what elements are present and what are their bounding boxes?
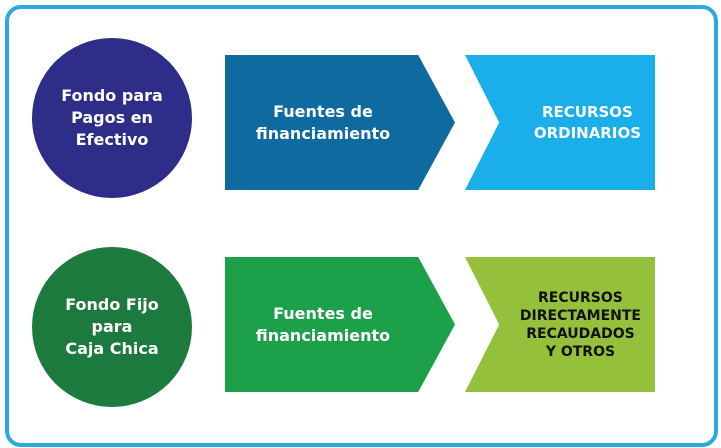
financing-source-arrow: Fuentes de financiamiento <box>225 55 455 190</box>
resource-label: RECURSOS ORDINARIOS <box>533 102 641 142</box>
resource-label: RECURSOS DIRECTAMENTE RECAUDADOS Y OTROS <box>519 289 641 360</box>
fund-label: Fondo Fijo para Caja Chica <box>65 295 159 358</box>
fund-circle-pagos-efectivo: Fondo para Pagos en Efectivo <box>32 38 192 198</box>
fund-label: Fondo para Pagos en Efectivo <box>61 86 163 149</box>
financing-source-label: Fuentes de financiamiento <box>255 303 391 345</box>
financing-source-label: Fuentes de financiamiento <box>255 101 391 143</box>
fund-circle-caja-chica: Fondo Fijo para Caja Chica <box>32 247 192 407</box>
financing-source-arrow: Fuentes de financiamiento <box>225 257 455 392</box>
